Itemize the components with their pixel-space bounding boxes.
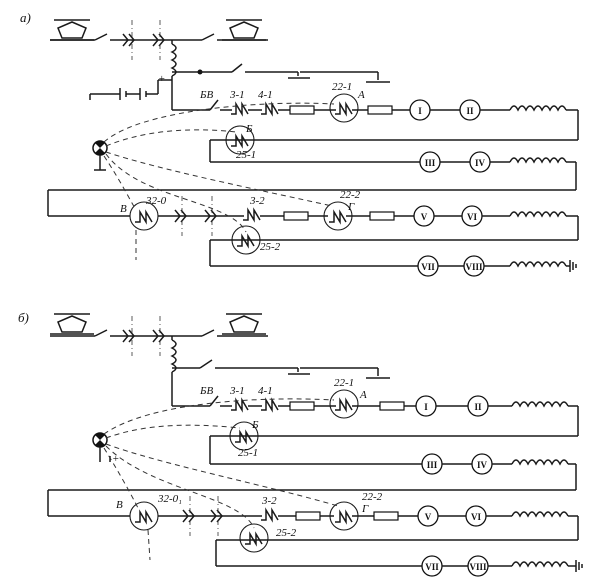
- motor-label: VII: [421, 262, 435, 272]
- switch-label-25-2: 25-2: [260, 241, 281, 253]
- switch-label-3-1: 3-1: [229, 89, 245, 101]
- motor-label: I: [418, 106, 422, 116]
- motor-label: VI: [471, 512, 481, 522]
- motor-label: VIII: [469, 562, 487, 572]
- pantograph-icon: [49, 19, 95, 41]
- motor-label: V: [425, 512, 432, 522]
- field-coil-icon: [509, 157, 567, 163]
- field-coil-icon: [509, 105, 567, 111]
- relay-circle: [329, 389, 359, 419]
- relay-circle: [231, 225, 261, 255]
- field-coil-icon: [509, 211, 567, 217]
- motor-label: VIII: [465, 262, 483, 272]
- relay-contact-icon: [242, 209, 261, 221]
- switch-label-32-0: 32-0: [145, 195, 167, 207]
- relay-circle: [225, 125, 255, 155]
- relay-contact-icon: [334, 103, 353, 115]
- field-coil-icon: [511, 401, 569, 407]
- relay-contact-icon: [334, 511, 353, 523]
- relay-circle: [239, 523, 269, 553]
- point-label-a: А: [357, 89, 365, 101]
- relay-circle: [129, 501, 159, 531]
- lamp-icon: [92, 432, 108, 448]
- switch-label-32-0: 32-0₁: [157, 493, 182, 505]
- inductor-icon: [171, 339, 177, 373]
- switch-label-3-2: 3-2: [249, 195, 265, 207]
- relay-contact-icon: [230, 399, 249, 411]
- relay-contact-icon: [328, 211, 347, 223]
- switch-label-25-2: 25-2: [276, 527, 297, 539]
- lamp-icon: [92, 140, 108, 156]
- relay-circle: [229, 421, 259, 451]
- motor-label: III: [427, 460, 438, 470]
- point-label-v: В: [120, 203, 127, 215]
- motor-label: IV: [475, 158, 486, 168]
- motor-label: II: [466, 106, 474, 116]
- panel-b-label: б): [18, 310, 29, 325]
- pantograph-icon: [49, 313, 95, 335]
- switch-label-3-2: 3-2: [261, 495, 277, 507]
- field-coil-icon: [511, 459, 569, 465]
- relay-contact-icon: [236, 235, 255, 247]
- point-label-b: Б: [251, 419, 259, 431]
- motor-label: I: [424, 402, 428, 412]
- switch-label-bv: БВ: [199, 89, 213, 101]
- resistor-icon: [367, 105, 393, 115]
- ground-icon: [569, 259, 577, 273]
- resistor-icon: [289, 105, 315, 115]
- point-label-g: Г: [347, 201, 355, 213]
- field-coil-icon: [511, 511, 569, 517]
- point-label-v: В: [116, 499, 123, 511]
- switch-label-22-1: 22-1: [332, 81, 352, 93]
- polarity-label: +: [158, 73, 165, 85]
- motor-label: III: [425, 158, 436, 168]
- switch-label-22-2: 22-2: [340, 189, 361, 201]
- ground-icon: [575, 559, 583, 573]
- relay-contact-icon: [134, 211, 153, 223]
- resistor-icon: [369, 211, 395, 221]
- motor-label: IV: [477, 460, 488, 470]
- switch-label-4-1: 4-1: [258, 89, 273, 101]
- relay-contact-icon: [260, 509, 279, 521]
- pantograph-icon: [221, 19, 267, 41]
- switch-label-bv: БВ: [199, 385, 213, 397]
- panel-a-label: а): [20, 10, 31, 25]
- point-label-g: Г: [361, 503, 369, 515]
- resistor-icon: [289, 401, 315, 411]
- relay-contact-icon: [244, 533, 263, 545]
- field-coil-icon: [511, 561, 569, 567]
- resistor-icon: [373, 511, 399, 521]
- point-label-b: Б: [245, 123, 253, 135]
- panel-a: а): [20, 10, 579, 277]
- relay-contact-icon: [230, 135, 249, 147]
- point-label-a: А: [359, 389, 367, 401]
- switch-label-4-1: 4-1: [258, 385, 273, 397]
- relay-contact-icon: [134, 511, 153, 523]
- relay-contact-icon: [334, 399, 353, 411]
- relay-contact-icon: [260, 103, 279, 115]
- polarity-label: +: [112, 453, 119, 465]
- switch-label-22-1: 22-1: [334, 377, 354, 389]
- relay-circle: [329, 93, 359, 123]
- motor-label: VI: [467, 212, 477, 222]
- panel-b: б) БВ 3-1 4-1 22: [18, 310, 583, 577]
- field-coil-icon: [509, 261, 567, 267]
- relay-contact-icon: [234, 431, 253, 443]
- switch-label-22-2: 22-2: [362, 491, 383, 503]
- resistor-icon: [379, 401, 405, 411]
- switch-label-25-1: 25-1: [236, 149, 256, 161]
- pantograph-icon: [221, 313, 267, 335]
- motor-label: II: [474, 402, 482, 412]
- resistor-icon: [283, 211, 309, 221]
- relay-contact-icon: [260, 399, 279, 411]
- resistor-icon: [295, 511, 321, 521]
- switch-label-25-1: 25-1: [238, 447, 258, 459]
- inductor-icon: [171, 43, 177, 77]
- motor-label: V: [421, 212, 428, 222]
- switch-label-3-1: 3-1: [229, 385, 245, 397]
- motor-label: VII: [425, 562, 439, 572]
